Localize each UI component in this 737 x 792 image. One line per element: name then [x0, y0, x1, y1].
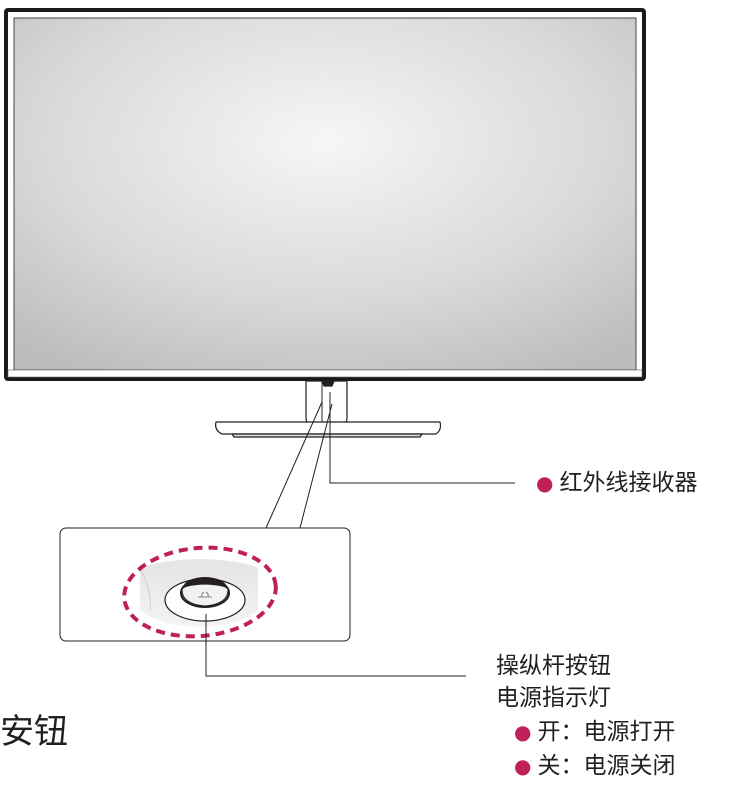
monitor — [4, 8, 646, 381]
stand-base — [215, 421, 442, 435]
joystick-cap — [181, 583, 229, 607]
monitor-stand — [215, 380, 442, 438]
joystick-label: 操纵杆按钮 — [496, 653, 611, 679]
highlight-circle — [122, 545, 278, 639]
partial-heading: 安钮 — [0, 712, 68, 752]
bullet-icon: ● — [514, 720, 532, 744]
ir-callout-line — [329, 392, 515, 484]
ir-receiver-label: ●红外线接收器 — [536, 469, 697, 497]
joystick-button — [164, 577, 246, 622]
monitor-screen — [13, 17, 637, 371]
power-indicator-label: 电源指示灯 — [496, 685, 611, 711]
detail-surface-edge — [139, 567, 151, 611]
on-state-label: ●开：电源打开 — [514, 718, 675, 746]
power-symbol-icon — [198, 591, 212, 598]
bottom-bezel — [7, 369, 643, 378]
ir-receiver-text: 红外线接收器 — [559, 470, 698, 496]
bullet-icon: ● — [536, 471, 554, 495]
detail-panel — [59, 527, 351, 642]
off-state-label: ●关：电源关闭 — [514, 752, 675, 780]
ir-receiver-window — [321, 380, 335, 387]
bullet-icon: ● — [514, 754, 532, 778]
zoom-line-right — [299, 403, 333, 529]
joystick-callout-line — [205, 614, 466, 677]
stand-neck — [305, 380, 348, 425]
zoom-lines — [265, 401, 333, 529]
stand-base-shadow — [230, 433, 424, 438]
on-state-text: 开：电源打开 — [537, 719, 676, 745]
zoom-line-left — [265, 401, 323, 529]
off-state-text: 关：电源关闭 — [537, 753, 676, 779]
